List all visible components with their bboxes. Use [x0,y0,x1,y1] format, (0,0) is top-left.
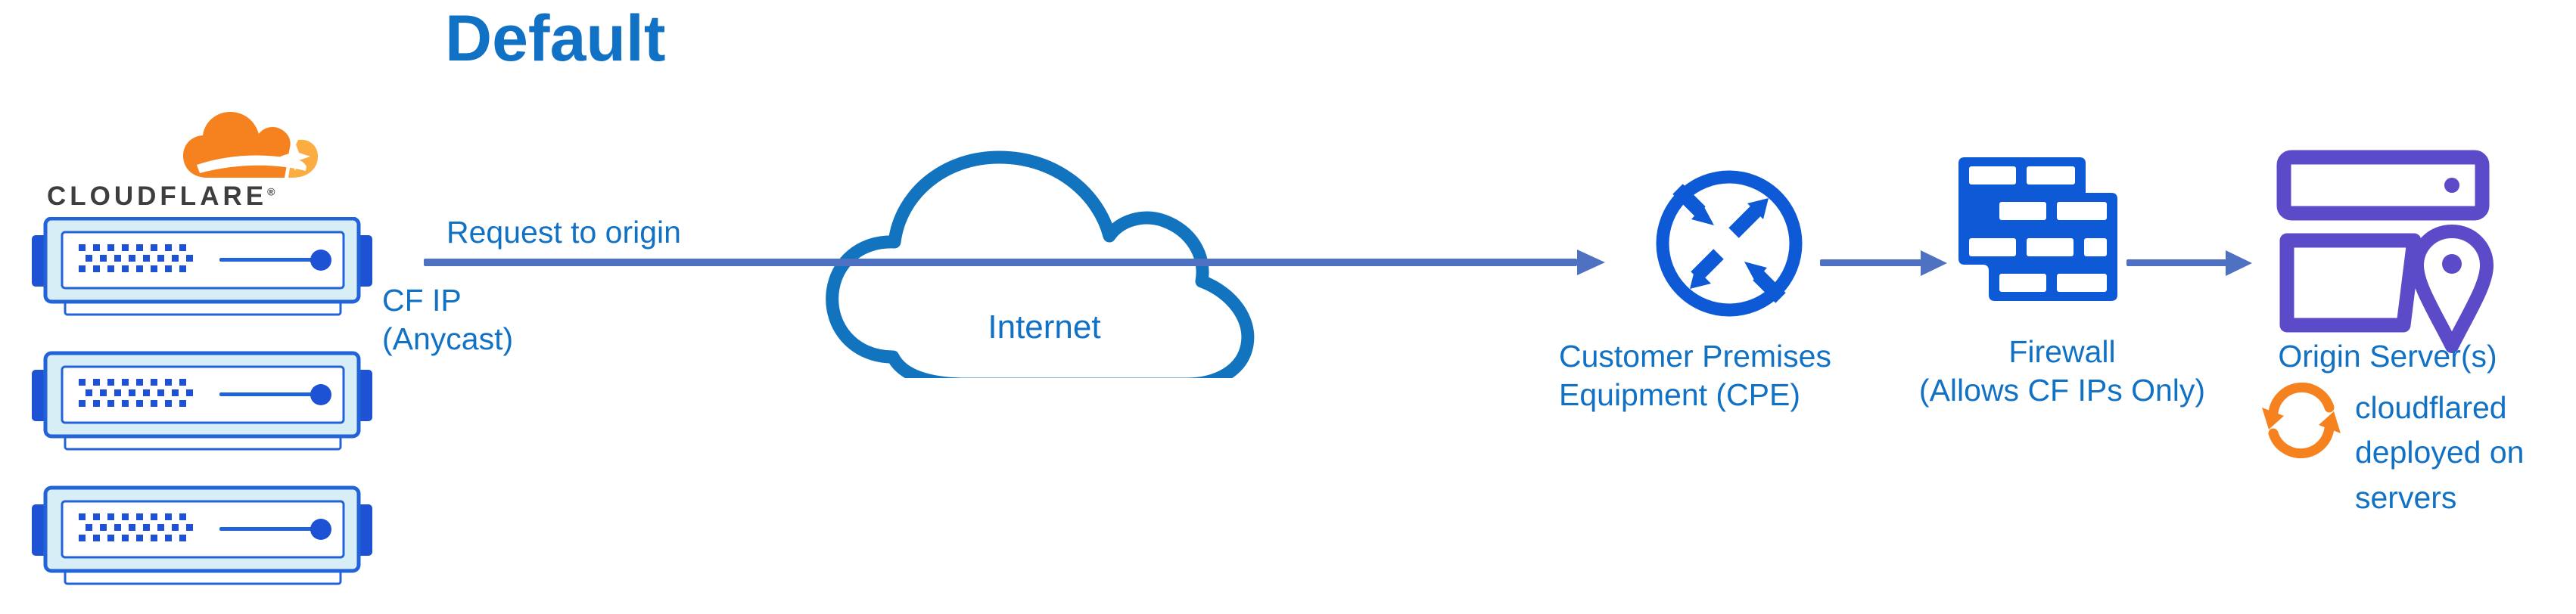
cloudflare-wordmark: CLOUDFLARE® [47,181,278,212]
cpe-router-icon [1654,168,1805,319]
firewall-brick-icon [1958,157,2117,301]
cpe-firewall-arrow-head [1921,250,1947,276]
cf-ip-line2: (Anycast) [382,321,514,357]
cpe-firewall-arrow-line [1820,259,1921,266]
request-arrow-line [424,259,1577,266]
registered-mark: ® [267,185,279,198]
cloudflared-label: cloudflared deployed on servers [2355,386,2524,520]
cpe-label-line1: Customer Premises [1559,339,1831,374]
cloudflared-label-line1: cloudflared [2355,390,2507,425]
origin-server-label: Origin Server(s) [2278,339,2497,374]
server-rack-icon [32,217,372,595]
firewall-origin-arrow-head [2226,250,2252,276]
location-pin-icon [2410,225,2494,353]
cloudflared-label-line3: servers [2355,479,2457,515]
cloudflare-logo-cloud-icon [182,107,333,179]
cloudflare-wordmark-text: CLOUDFLARE [47,181,268,211]
sync-arrows-icon [2258,383,2349,458]
request-to-origin-label: Request to origin [446,215,681,250]
cf-ip-anycast-label: CF IP (Anycast) [382,281,513,359]
firewall-label-line1: Firewall [2008,334,2116,369]
internet-label: Internet [988,309,1101,346]
origin-server-icon [2276,150,2497,355]
page-title: Default [445,2,666,75]
firewall-label: Firewall (Allows CF IPs Only) [1892,333,2232,411]
cf-ip-line1: CF IP [382,283,462,318]
internet-cloud-icon [817,106,1271,378]
firewall-origin-arrow-line [2126,259,2226,266]
request-arrow-head [1577,250,1605,275]
firewall-label-line2: (Allows CF IPs Only) [1918,373,2206,408]
cloudflared-label-line2: deployed on [2355,435,2525,470]
cpe-label-line2: Equipment (CPE) [1559,377,1801,413]
cpe-label: Customer Premises Equipment (CPE) [1559,337,1831,415]
